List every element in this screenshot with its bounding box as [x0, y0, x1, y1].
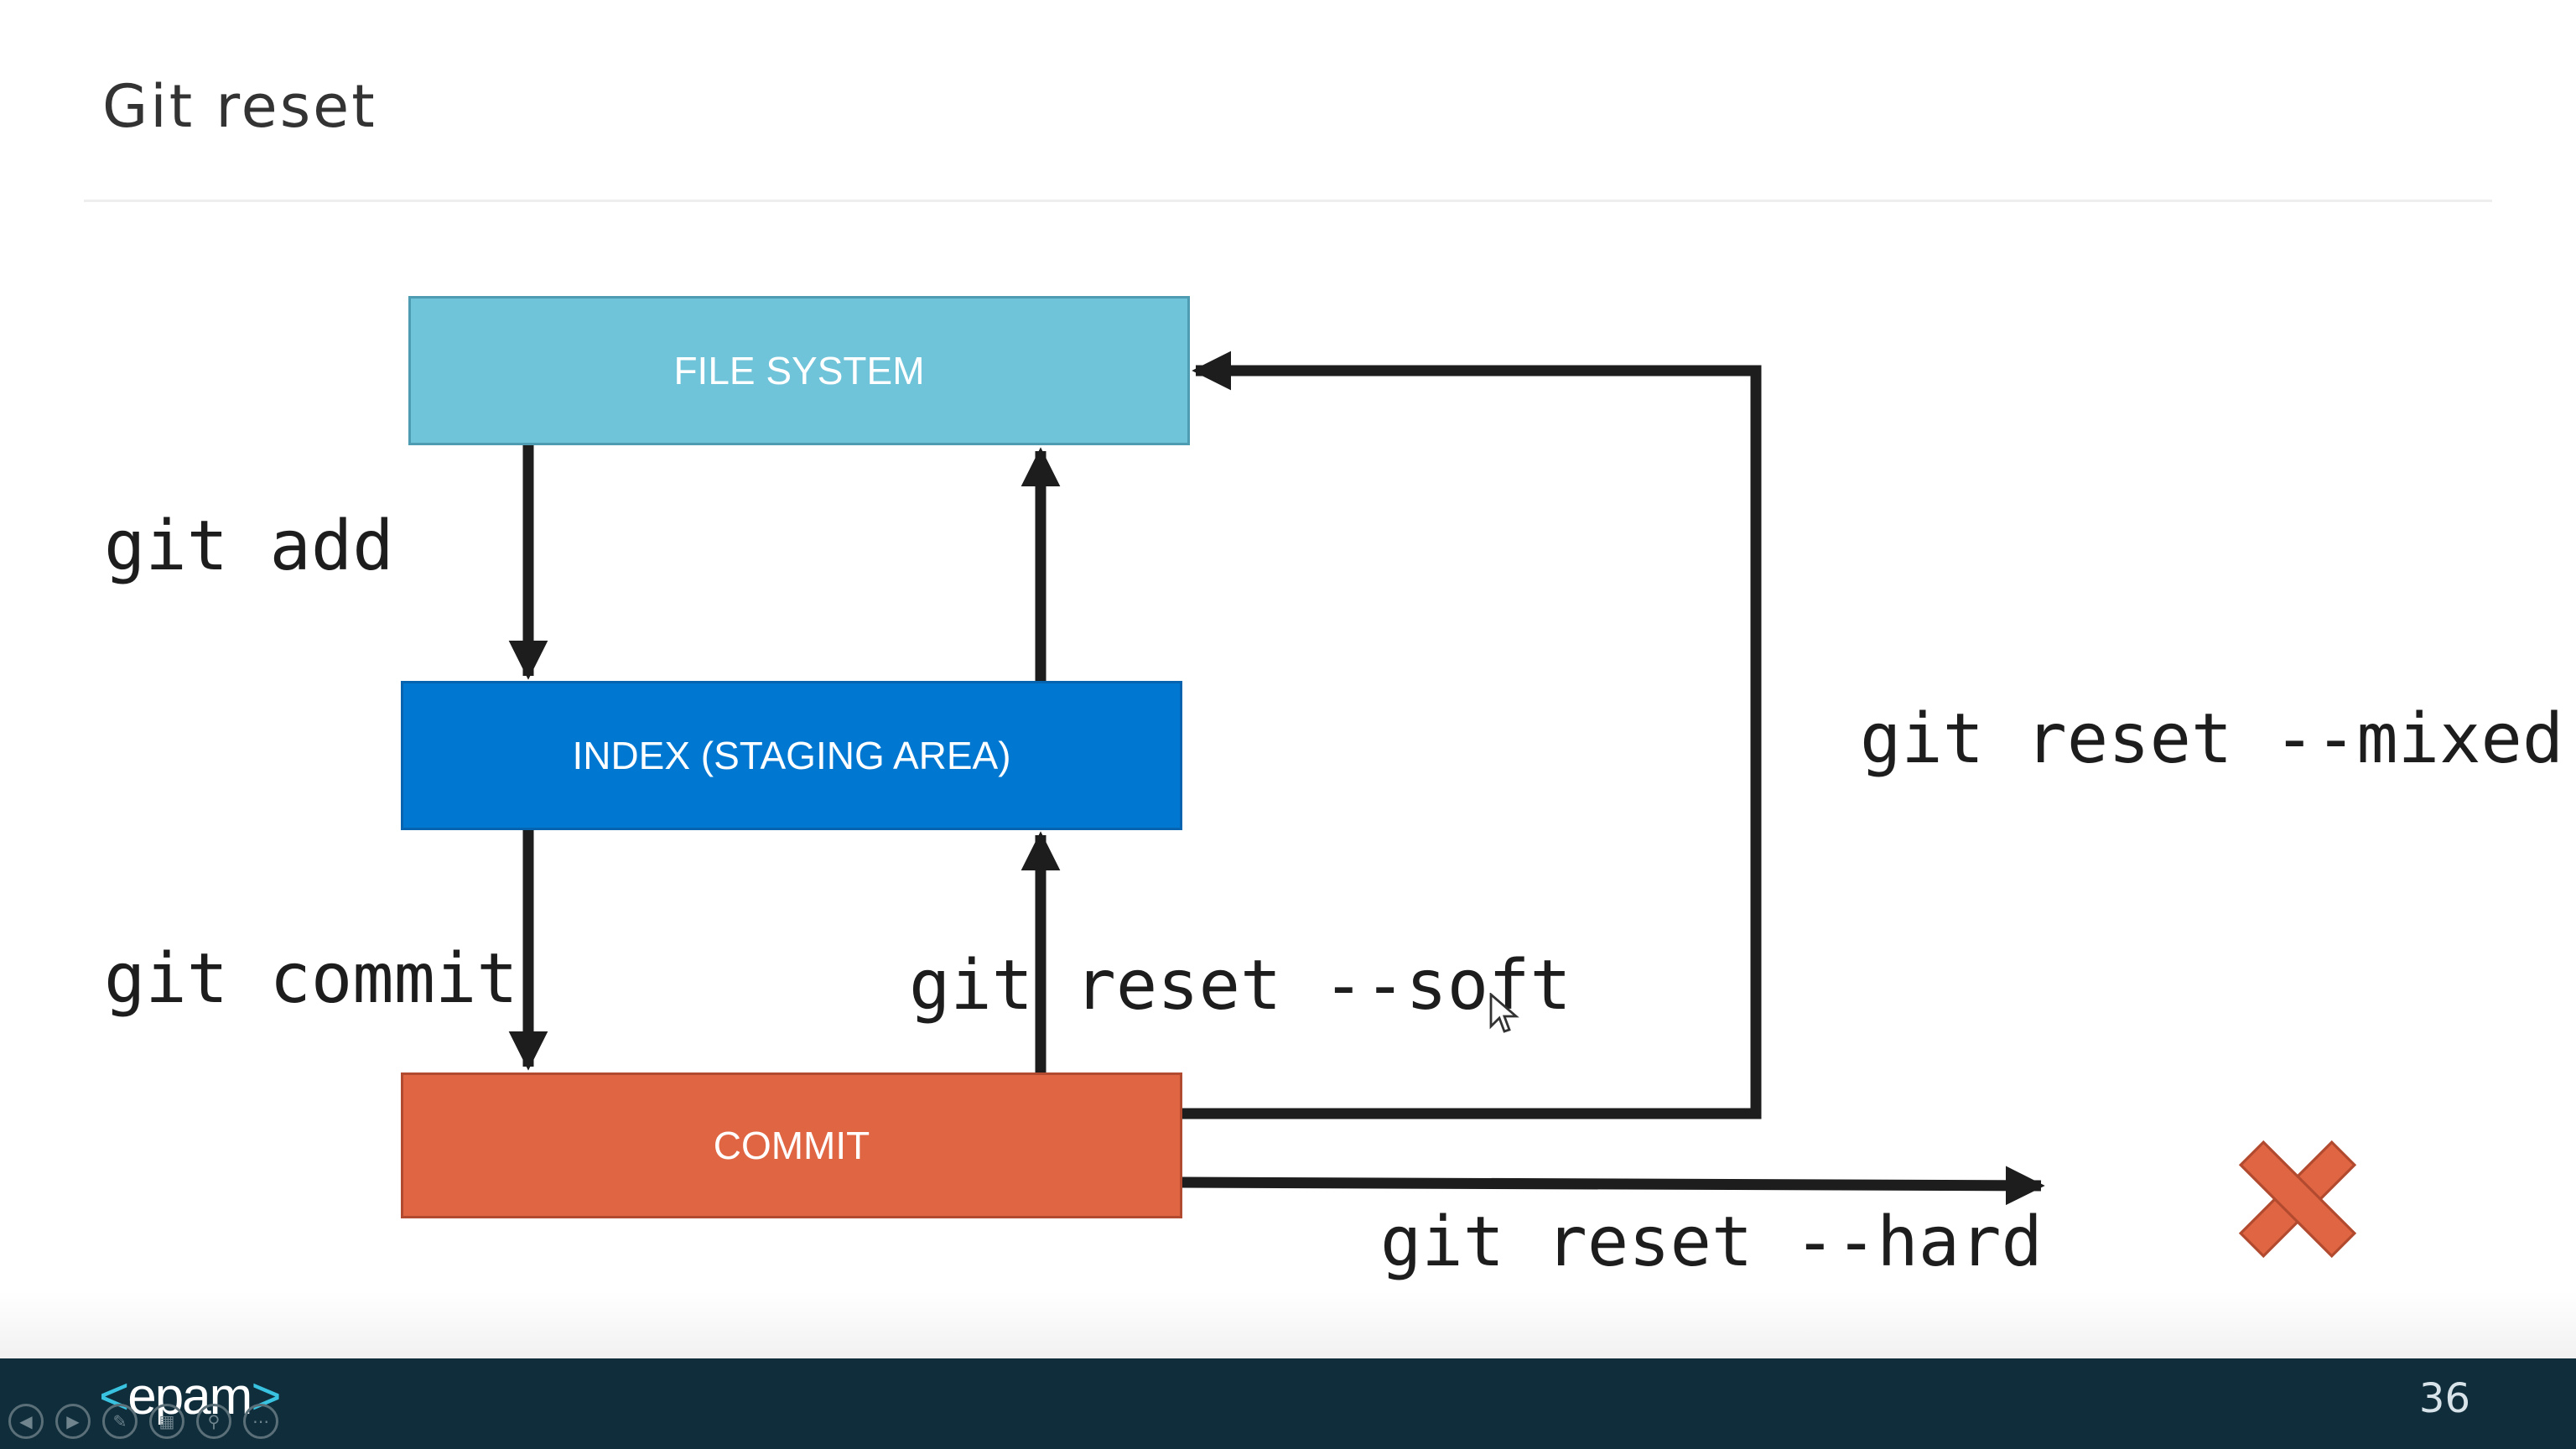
slide-title: Git reset [102, 72, 377, 141]
next-icon[interactable]: ▶ [55, 1404, 91, 1439]
index-staging-area-box: INDEX (STAGING AREA) [401, 681, 1182, 830]
arrow-git-reset-mixed [1182, 351, 1762, 1119]
zoom-icon[interactable]: ⚲ [196, 1404, 231, 1439]
git-commit-label: git commit [104, 939, 518, 1019]
slideshow-nav: ◀ ▶ ✎ ▦ ⚲ ⋯ [8, 1404, 278, 1439]
page-number: 36 [2418, 1375, 2470, 1422]
slide-bottom-fade [0, 1291, 2576, 1358]
file-system-box: FILE SYSTEM [408, 296, 1190, 445]
arrow-git-reset-hard [1182, 1166, 2045, 1206]
diagram-arrows [508, 351, 2045, 1206]
commit-box: COMMIT [401, 1072, 1182, 1218]
epam-logo: <epam> [99, 1368, 282, 1426]
git-reset-soft-label: git reset --soft [909, 946, 1571, 1026]
mouse-cursor-icon [1489, 993, 1519, 1033]
pen-icon[interactable]: ✎ [102, 1404, 138, 1439]
git-reset-mixed-label: git reset --mixed [1860, 699, 2564, 779]
red-x-icon [2238, 1140, 2357, 1259]
footer-bar [0, 1358, 2576, 1449]
git-reset-hard-label: git reset --hard [1380, 1202, 2043, 1282]
git-add-label: git add [104, 506, 394, 586]
slides-icon[interactable]: ▦ [149, 1404, 184, 1439]
more-icon[interactable]: ⋯ [243, 1404, 278, 1439]
prev-icon[interactable]: ◀ [8, 1404, 44, 1439]
title-divider [84, 200, 2492, 202]
